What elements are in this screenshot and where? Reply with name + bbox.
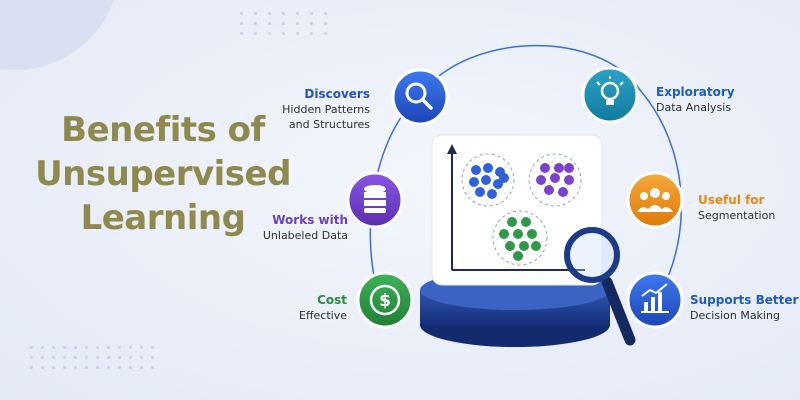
benefit-decision-making: Supports Better Decision Making (690, 292, 798, 323)
bar-chart-icon-badge (626, 271, 684, 329)
benefit-heading: Supports Better (690, 293, 799, 307)
cluster-dot-blue (481, 175, 491, 185)
search-icon-badge (391, 68, 449, 126)
cluster-dot-blue (487, 189, 497, 199)
cluster-dot-green (507, 217, 517, 227)
cluster-outline-blue (461, 153, 515, 207)
benefit-heading: Cost (317, 293, 347, 307)
benefit-cost-effective: Cost Effective (299, 292, 347, 323)
cluster-blue (469, 163, 509, 199)
cluster-outline-purple (528, 153, 582, 207)
benefit-exploratory: Exploratory Data Analysis (656, 84, 735, 115)
cluster-dot-blue (471, 165, 481, 175)
cluster-dot-green (513, 229, 523, 239)
cluster-dot-purple (544, 185, 554, 195)
cluster-dot-purple (558, 187, 568, 197)
cluster-dot-purple (540, 163, 550, 173)
cluster-dot-green (521, 217, 531, 227)
cluster-dot-purple (564, 175, 574, 185)
cluster-dot-blue (499, 173, 509, 183)
page-title: Benefits of Unsupervised Learning (18, 108, 308, 240)
cluster-dot-blue (483, 163, 493, 173)
cluster-dot-blue (475, 187, 485, 197)
cluster-dot-purple (550, 173, 560, 183)
connector-arc-right (419, 44, 683, 321)
cluster-dot-purple (554, 163, 564, 173)
benefit-text: Data Analysis (656, 101, 732, 114)
benefit-text: Decision Making (690, 309, 780, 322)
lightbulb-icon-badge (581, 66, 639, 124)
benefit-discovers: Discovers Hidden Patterns and Structures (282, 86, 370, 132)
benefit-unlabeled-data: Works with Unlabeled Data (263, 212, 348, 243)
dot-pattern-bottom-left (30, 346, 154, 369)
benefit-text: Segmentation (698, 209, 776, 222)
benefit-segmentation: Useful for Segmentation (698, 192, 775, 223)
cluster-dot-green (513, 251, 523, 261)
cluster-purple (536, 163, 574, 197)
svg-text:$: $ (379, 291, 391, 311)
title-line-1: Benefits of (61, 110, 265, 150)
database-icon-badge (346, 171, 404, 229)
cluster-dot-green (527, 229, 537, 239)
cluster-outline-green (492, 210, 548, 266)
benefit-text: and Structures (288, 118, 370, 131)
magnifier-icon (564, 227, 636, 346)
dollar-icon-badge: $ (356, 271, 414, 329)
benefit-text: Hidden Patterns (282, 103, 370, 116)
benefit-heading: Discovers (304, 87, 370, 101)
title-line-3: Learning (80, 198, 246, 238)
cluster-dot-purple (536, 175, 546, 185)
y-axis-arrow (447, 144, 457, 154)
cluster-dot-green (499, 229, 509, 239)
cluster-dot-purple (564, 163, 574, 173)
title-line-2: Unsupervised (35, 154, 291, 194)
dot-pattern-top (240, 12, 327, 35)
cluster-green (499, 217, 541, 261)
cluster-dot-green (531, 241, 541, 251)
benefit-heading: Works with (272, 213, 348, 227)
users-icon-badge (626, 171, 684, 229)
cluster-dot-green (505, 241, 515, 251)
cluster-dot-blue (469, 177, 479, 187)
cluster-dot-green (519, 241, 529, 251)
benefit-text: Unlabeled Data (262, 229, 348, 242)
benefit-heading: Exploratory (656, 85, 735, 99)
benefit-heading: Useful for (698, 193, 765, 207)
benefit-text: Effective (299, 309, 347, 322)
